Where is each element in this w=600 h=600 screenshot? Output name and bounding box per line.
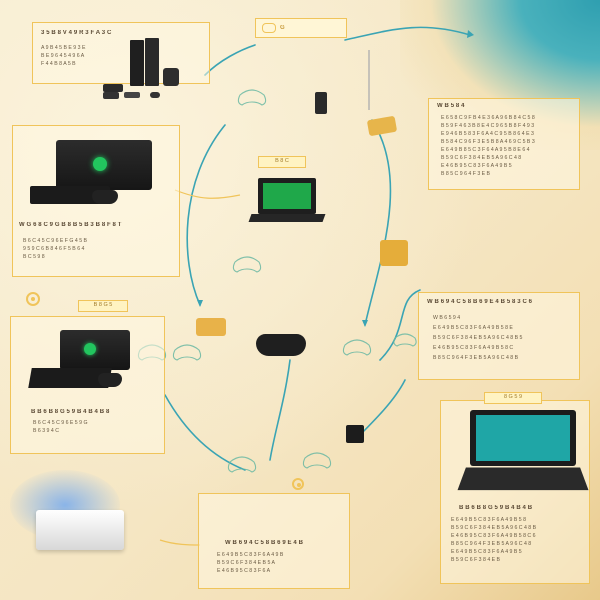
panel-line: B 8 5 C 9 6 4 F 3 E B 5 A 9 6 C 4 8 B: [433, 355, 519, 361]
panel-line: E 9 4 6 B 5 8 3 F 6 A 4 C 9 5 B 8 6 4 E …: [441, 131, 534, 137]
sketch-controller-icon: [393, 333, 417, 347]
panel-bottom-center: W B 6 9 4 C 5 8 B 6 9 E 4 B E 6 4 9 B 5 …: [198, 493, 350, 589]
panel-line: B 8 5 C 9 6 4 F 3 E B 5 A 9 6 C 4 8: [451, 541, 532, 547]
controller-icon: [256, 334, 306, 356]
panel-line: E 4 6 B 9 5 C 8 3 F 6 A 4 9 B 5: [441, 163, 512, 169]
package-icon: [196, 318, 226, 336]
sketch-controller-icon: [342, 339, 372, 356]
panel-line: 9 5 9 C 6 B 8 4 6 F 5 B 6 4: [23, 246, 85, 252]
connector-right-loop: [364, 119, 392, 326]
panel-line: F 4 4 B 8 A 5 B: [41, 61, 76, 67]
connector-upper-left: [204, 44, 256, 76]
package-icon: [380, 240, 408, 266]
banner-text: G: [280, 25, 285, 31]
controller-icon: [92, 190, 118, 204]
panel-line: E 6 5 8 C 9 F B 4 E 3 6 A 9 6 B 8 4 C 5 …: [441, 115, 535, 121]
connector-top-banner: [344, 26, 471, 41]
sketch-controller-icon: [302, 452, 332, 469]
phone-icon: [315, 92, 327, 114]
controller-icon: [98, 373, 122, 387]
console-tower-icon: [130, 40, 144, 86]
panel-line: B 5 9 C 6 F 3 8 4 E B 5 A 9 6 C 4 8: [441, 155, 522, 161]
label-tag: B 8 C: [258, 156, 306, 168]
connector-left-loop: [186, 124, 226, 306]
panel-line: B C 5 9 8: [23, 254, 45, 260]
ring-bullet-icon: [26, 292, 40, 306]
sketch-controller-icon: [172, 344, 202, 361]
panel-heading: W G 6 8 C 9 G B 8 B 5 B 3 B 8 F 8 T: [19, 222, 122, 228]
panel-top-right: W B 5 8 4 E 6 5 8 C 9 F B 4 E 3 6 A 9 6 …: [428, 98, 580, 190]
xbox-console-slim: [30, 186, 110, 204]
panel-line: B 5 9 C 6 F 3 8 4 E B 5 A: [217, 560, 275, 566]
label-tag: 8 G 5 9: [484, 392, 542, 404]
sketch-controller-icon: [227, 456, 257, 473]
panel-line: B E 9 6 4 5 4 9 6 A: [41, 53, 85, 59]
arrowhead-left: [197, 300, 203, 307]
panel-line: B 5 8 4 C 9 6 F 3 E 5 B 8 A 4 6 9 C 5 B …: [441, 139, 535, 145]
panel-line: B 6 C 4 5 C 9 6 E 5 9 G: [33, 420, 88, 426]
arrowhead-top: [467, 30, 474, 38]
panel-mid-right: W B 6 9 4 C 5 8 B 6 9 E 4 B 5 8 3 C 6 W …: [418, 292, 580, 380]
panel-heading: B B 6 B 8 G 5 9 B 4 B 4 B: [459, 505, 533, 511]
panel-heading: W B 5 8 4: [437, 103, 465, 109]
sketch-controller-icon: [232, 256, 262, 273]
phone-icon: [346, 425, 364, 443]
panel-line: E 6 4 9 B 5 C 8 3 F 6 A 4 9 B: [217, 552, 284, 558]
label-tag: B 8 G 5: [78, 300, 128, 312]
panel-line: E 4 6 B 9 5 C 8 3 F 6 A 4 9 B 5 8 C 6: [451, 533, 536, 539]
panel-line: B 6 C 4 5 C 9 6 E F G 4 5 B: [23, 238, 88, 244]
panel-line: E 4 6 B 9 5 C 8 3 F 6 A: [217, 568, 271, 574]
accessory-icon: [103, 84, 123, 92]
arrowhead-right: [362, 320, 368, 327]
panel-line: B 6 3 9 4 C: [33, 428, 59, 434]
panel-line: E 6 4 9 B 5 C 8 3 F 6 A 4 9 B 5 8 E: [433, 325, 513, 331]
panel-heading: 3 5 B 8 V 4 9 R 3 F A 3 C: [41, 30, 112, 36]
accessory-icon: [150, 92, 160, 98]
panel-line: B 5 9 C 6 F 3 8 4 E B 5 A 9 6 C 4 8 B: [451, 525, 537, 531]
panel-line: E 6 4 9 B 5 C 8 3 F 6 A 4 9 B 5 8: [451, 517, 526, 523]
panel-heading: W B 6 9 4 C 5 8 B 6 9 E 4 B: [225, 540, 304, 546]
panel-line: B 8 5 C 9 6 4 F 3 E B: [441, 171, 491, 177]
banner-icon: [262, 23, 276, 33]
connector-mid-right: [379, 289, 421, 361]
ring-bullet-icon: [292, 478, 304, 490]
panel-line: E 4 6 B 9 5 C 8 3 F 6 A 4 9 B 5 8 C: [433, 345, 514, 351]
connector-gold-bottom: [159, 539, 201, 546]
console-tower-icon: [145, 38, 159, 86]
accessory-icon: [103, 92, 119, 99]
panel-line: B 5 9 C 6 F 3 8 4 E B 5 A 9 6 C 4 8 B 5: [433, 335, 523, 341]
panel-top-left: 3 5 B 8 V 4 9 R 3 F A 3 C A 9 B 4 5 B E …: [32, 22, 210, 84]
laptop-screen: [263, 183, 311, 209]
connector-gold-mid: [174, 189, 241, 199]
xbox-logo-icon: [84, 343, 96, 355]
top-banner: G: [255, 18, 347, 38]
panel-line: W B 6 5 9 4: [433, 315, 461, 321]
accessory-icon: [124, 92, 140, 98]
connector-bottom-left: [164, 394, 246, 471]
sketch-controller-icon: [237, 89, 267, 106]
panel-line: B 5 9 C 6 F 3 8 4 E B: [451, 557, 501, 563]
laptop-screen: [476, 415, 570, 461]
white-console-box: [36, 510, 124, 550]
laptop-base: [248, 214, 326, 222]
panel-line: E 6 4 9 B 8 5 C 3 F 6 4 A 9 5 B 8 E 6 4: [441, 147, 530, 153]
figure-icon: [368, 50, 380, 110]
panel-line: E 6 4 9 B 5 C 8 3 F 6 A 4 9 B 5: [451, 549, 522, 555]
speaker-icon: [163, 68, 179, 86]
panel-heading: W B 6 9 4 C 5 8 B 6 9 E 4 B 5 8 3 C 6: [427, 299, 533, 305]
connector-center-down: [269, 359, 291, 461]
xbox-logo-icon: [93, 157, 107, 171]
panel-line: B 5 9 F 4 6 3 B 8 E 4 C 9 6 5 B 8 F 4 9 …: [441, 123, 535, 129]
panel-heading: B B 6 B 8 G 5 9 B 4 B 4 B 8: [31, 409, 110, 415]
panel-line: A 9 B 4 5 B E 9 3 E: [41, 45, 86, 51]
